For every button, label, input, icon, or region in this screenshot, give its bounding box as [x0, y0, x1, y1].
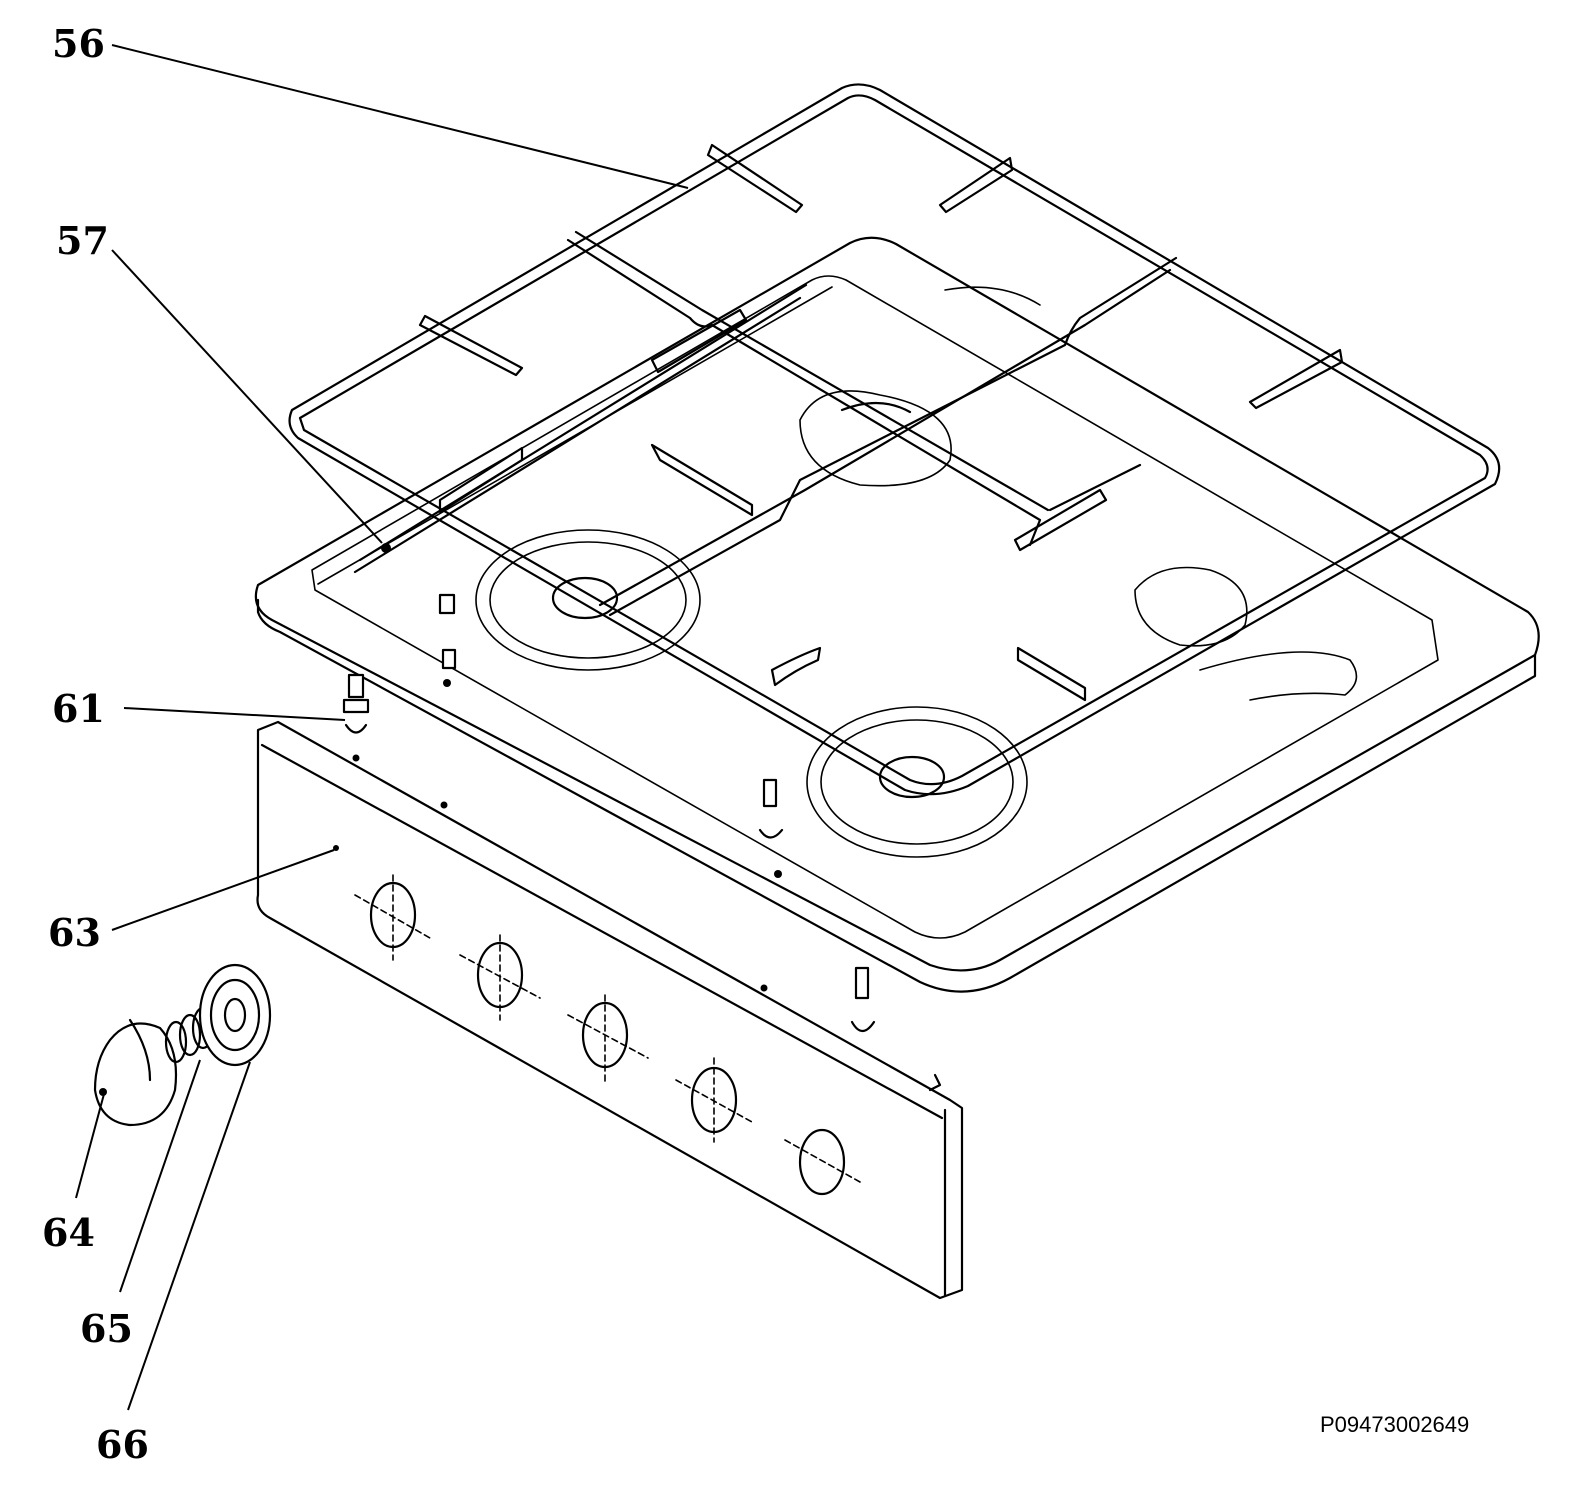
leader-56	[111, 44, 689, 189]
screw-left	[342, 673, 370, 734]
leader-63	[111, 849, 335, 931]
knob-hole-2	[459, 934, 541, 1021]
callout-64: 64	[42, 1210, 95, 1255]
fixing-screws	[342, 593, 876, 1033]
callout-66: 66	[96, 1422, 149, 1467]
pan-support-grid	[288, 83, 1501, 796]
drawing-code: P09473002649	[1320, 1412, 1469, 1437]
knob-hole-4	[675, 1057, 753, 1143]
screw-right	[758, 778, 784, 839]
leader-lines	[75, 44, 689, 1411]
knob-bezel-ring	[198, 963, 272, 1067]
leader-61	[123, 707, 346, 721]
callout-65: 65	[80, 1306, 133, 1351]
knob-hole-5	[784, 1128, 861, 1196]
leader-65	[119, 1059, 201, 1293]
knob-hole-1	[354, 874, 431, 961]
callout-63: 63	[48, 910, 101, 955]
screw-front	[850, 966, 876, 1033]
control-panel	[256, 720, 964, 1300]
control-knob	[93, 1018, 178, 1127]
callout-61: 61	[52, 686, 105, 731]
burner-front-right	[806, 706, 1028, 858]
leader-66	[127, 1061, 251, 1411]
burner-front-left	[475, 529, 701, 671]
leader-64	[75, 1093, 105, 1199]
callout-57: 57	[56, 218, 109, 263]
callout-56: 56	[52, 21, 105, 66]
hob-top-plate	[254, 236, 1540, 993]
knob-hole-3	[567, 994, 649, 1083]
screw-centre	[438, 593, 457, 670]
leader-57	[111, 249, 383, 544]
burner-rear-right	[944, 286, 1248, 647]
